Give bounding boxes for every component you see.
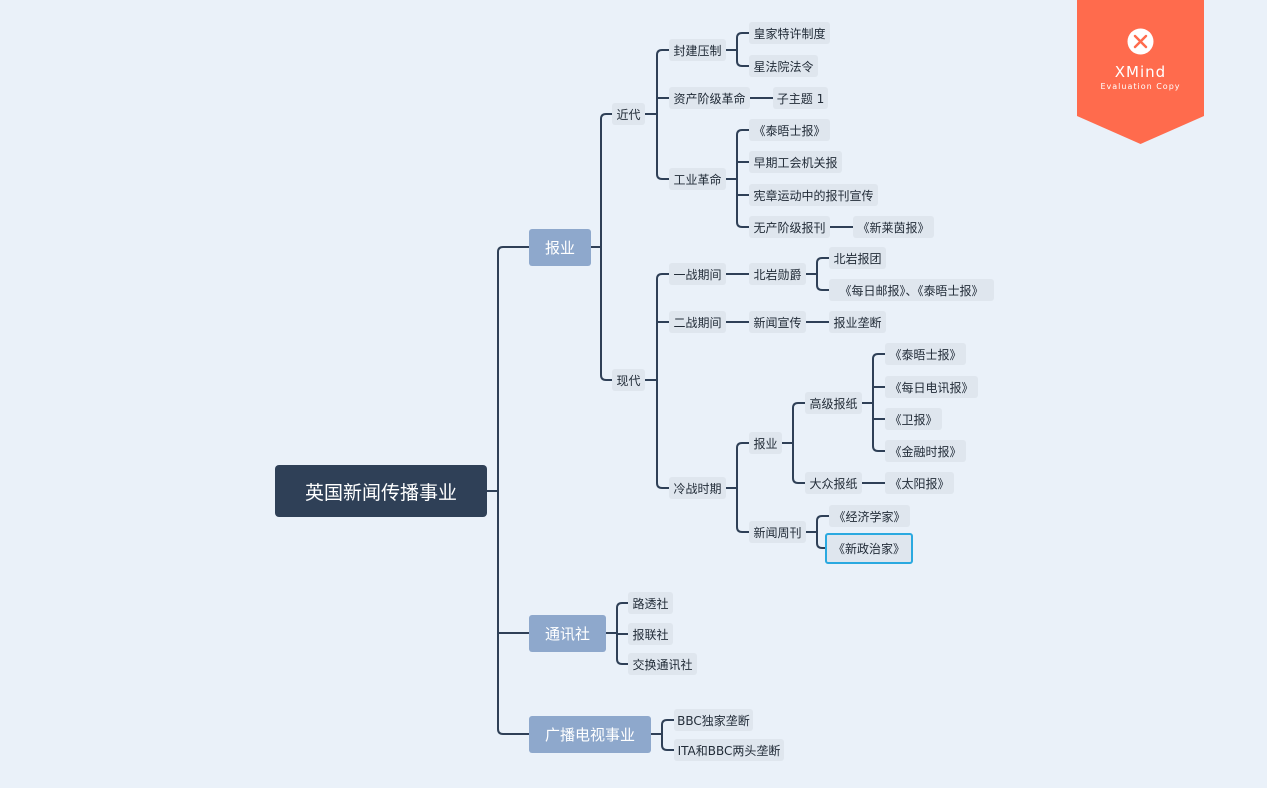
xmind-logo-icon bbox=[1127, 28, 1154, 55]
topic-baoye-longduan[interactable]: 报业垄断 bbox=[829, 311, 886, 333]
topic-wuchan-baokan[interactable]: 无产阶级报刊 bbox=[749, 216, 830, 238]
topic-meiri-dianxunbao[interactable]: 《每日电讯报》 bbox=[885, 376, 978, 398]
topic-xinzhengzhijia-selected[interactable]: 《新政治家》 bbox=[825, 533, 913, 564]
topic-xingfayuan[interactable]: 星法院法令 bbox=[749, 55, 818, 77]
topic-yizhan-qijian[interactable]: 一战期间 bbox=[669, 263, 726, 285]
topic-jinrong-shibao[interactable]: 《金融时报》 bbox=[885, 440, 966, 462]
connector-line bbox=[486, 32, 886, 751]
topic-taiwushibao[interactable]: 《泰晤士报》 bbox=[749, 119, 830, 141]
topic-huangjia-texu[interactable]: 皇家特许制度 bbox=[749, 22, 830, 44]
topic-gonghui-jiguanbao[interactable]: 早期工会机关报 bbox=[749, 151, 842, 173]
topic-gongye-geming[interactable]: 工业革命 bbox=[669, 168, 726, 190]
main-topic-baoye[interactable]: 报业 bbox=[529, 229, 591, 266]
topic-gaoji-baozhi[interactable]: 高级报纸 bbox=[805, 392, 862, 414]
topic-taiwushibao-gaoji[interactable]: 《泰晤士报》 bbox=[885, 343, 966, 365]
topic-taiyangbao[interactable]: 《太阳报》 bbox=[885, 472, 954, 494]
topic-jingjixuejia[interactable]: 《经济学家》 bbox=[829, 505, 910, 527]
watermark-ribbon bbox=[1077, 0, 1204, 144]
topic-xiandai[interactable]: 现代 bbox=[612, 369, 645, 391]
topic-bbc-dujia[interactable]: BBC独家垄断 bbox=[674, 709, 753, 731]
topic-lutoushe[interactable]: 路透社 bbox=[628, 592, 673, 614]
topic-beiyan-baotuan[interactable]: 北岩报团 bbox=[829, 247, 886, 269]
topic-beiyan-xunjue[interactable]: 北岩勋爵 bbox=[749, 263, 806, 285]
xmind-watermark: XMind Evaluation Copy bbox=[1077, 0, 1204, 144]
topic-xinwen-zhoukan[interactable]: 新闻周刊 bbox=[749, 521, 806, 543]
topic-baoye-lengzhan[interactable]: 报业 bbox=[749, 432, 782, 454]
topic-jindai[interactable]: 近代 bbox=[612, 103, 645, 125]
topic-baolianshe[interactable]: 报联社 bbox=[628, 623, 673, 645]
topic-weibao[interactable]: 《卫报》 bbox=[885, 408, 942, 430]
topic-dazhong-baozhi[interactable]: 大众报纸 bbox=[805, 472, 862, 494]
topic-jiaohuan-tongxunshe[interactable]: 交换通讯社 bbox=[628, 653, 697, 675]
topic-zichan-geming[interactable]: 资产阶级革命 bbox=[669, 87, 750, 109]
watermark-title: XMind bbox=[1114, 63, 1167, 81]
topic-xianzhang-yundong[interactable]: 宪章运动中的报刊宣传 bbox=[749, 184, 878, 206]
topic-erzhan-qijian[interactable]: 二战期间 bbox=[669, 311, 726, 333]
root-topic[interactable]: 英国新闻传播事业 bbox=[275, 465, 487, 517]
main-topic-tongxunshe[interactable]: 通讯社 bbox=[529, 615, 606, 652]
topic-fengjian-yazhi[interactable]: 封建压制 bbox=[669, 39, 726, 61]
topic-zizhuti[interactable]: 子主题 1 bbox=[773, 87, 828, 109]
topic-meiri-youbao[interactable]: 《每日邮报》、《泰晤士报》 bbox=[829, 279, 994, 301]
topic-xinwen-xuanchuan[interactable]: 新闻宣传 bbox=[749, 311, 806, 333]
topic-ita-bbc[interactable]: ITA和BBC两头垄断 bbox=[674, 739, 784, 761]
watermark-subtitle: Evaluation Copy bbox=[1100, 82, 1181, 91]
main-topic-guangbo[interactable]: 广播电视事业 bbox=[529, 716, 651, 753]
topic-lengzhan-shiqi[interactable]: 冷战时期 bbox=[669, 477, 726, 499]
topic-xinlaiyinbao[interactable]: 《新莱茵报》 bbox=[853, 216, 934, 238]
